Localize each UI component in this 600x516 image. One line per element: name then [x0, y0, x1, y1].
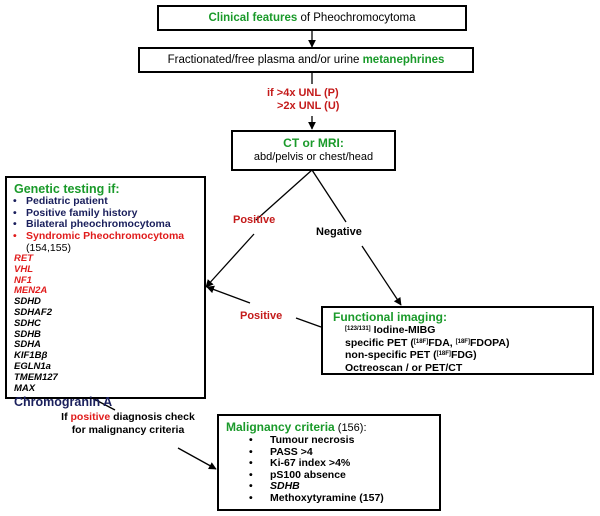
functional-line-octreoscan: Octreoscan / or PET/CT: [345, 361, 463, 374]
metanephrines-text: Fractionated/free plasma and/or urine: [167, 54, 363, 66]
gene-item: EGLN1a: [14, 360, 51, 372]
gene-item: SDHD: [14, 296, 41, 308]
bullet-icon: •: [249, 445, 253, 458]
bullet-icon: •: [13, 229, 17, 242]
gene-item: RET: [14, 253, 33, 264]
gene-item: VHL: [14, 263, 33, 275]
malignancy-item: •SDHB: [249, 480, 300, 492]
metanephrines-highlight: metanephrines: [362, 54, 445, 66]
functional-imaging-title: Functional imaging:: [333, 310, 447, 324]
genetic-testing-title: Genetic testing if:: [14, 182, 120, 196]
malignancy-item: •PASS >4: [249, 445, 313, 458]
bullet-icon: •: [13, 206, 17, 219]
arrow-genetic-to-note: [91, 397, 116, 411]
clinical-features-text: of Pheochromocytoma: [297, 12, 416, 24]
arrow-positive-to-genetic: [205, 233, 255, 288]
bullet-icon: •: [13, 218, 17, 230]
gene-list: RET VHL NF1 MEN2A SDHD SDHAF2 SDHC SDHB …: [14, 253, 204, 394]
genetic-reference: (154,155): [26, 242, 71, 254]
functional-line-specific-pet: specific PET ([18F]FDA, [18F]FDOPA): [345, 336, 510, 349]
bullet-icon: •: [249, 468, 253, 481]
ct-mri-title: CT or MRI:: [283, 136, 344, 150]
arrow-ct-to-positive: [255, 169, 313, 221]
arrow-positive-to-genetic-2: [206, 285, 251, 304]
diagnosis-note: If positive diagnosis check for malignan…: [61, 411, 195, 436]
malignancy-item: •pS100 absence: [249, 468, 346, 481]
chromogranin-a: Chromogranin A: [14, 395, 113, 410]
gene-item: SDHC: [14, 317, 41, 329]
genetic-criterion: •Bilateral pheochromocytoma: [13, 218, 171, 230]
arrow-negative-to-functional: [361, 245, 402, 306]
clinical-features-box: Clinical features of Pheochromocytoma: [157, 5, 467, 31]
ct-mri-subtitle: abd/pelvis or chest/head: [253, 151, 374, 163]
bullet-icon: •: [249, 480, 253, 492]
gene-item: KIF1Bβ: [14, 350, 48, 362]
gene-item: MEN2A: [14, 285, 48, 297]
gene-item: SDHAF2: [14, 306, 53, 318]
threshold-line-1: if >4x UNL (P): [267, 87, 339, 99]
genetic-criterion: •Syndromic Pheochromocytoma: [13, 229, 185, 242]
gene-item: TMEM127: [14, 371, 58, 383]
bullet-icon: •: [249, 434, 253, 446]
malignancy-item: •Ki-67 index >4%: [249, 457, 351, 469]
ct-mri-box: CT or MRI: abd/pelvis or chest/head: [231, 130, 396, 171]
functional-line-mibg: [123/131] Iodine-MIBG: [345, 324, 436, 336]
clinical-features-highlight: Clinical features: [208, 12, 298, 24]
gene-item: NF1: [14, 274, 32, 286]
malignancy-criteria-box: Malignancy criteria (156): •Tumour necro…: [217, 414, 441, 511]
threshold-line-2: >2x UNL (U): [277, 100, 340, 112]
arrow-functional-to-positive: [295, 317, 322, 328]
metanephrines-box: Fractionated/free plasma and/or urine me…: [138, 47, 474, 73]
gene-item: SDHB: [14, 328, 41, 340]
diagnosis-note-highlight: positive: [70, 411, 111, 423]
gene-item: MAX: [14, 382, 36, 394]
genetic-criterion: •Pediatric patient: [13, 195, 108, 207]
arrow-ct-to-negative: [311, 169, 347, 223]
functional-imaging-box: Functional imaging: [123/131] Iodine-MIB…: [321, 306, 594, 375]
label-positive-functional: Positive: [240, 310, 283, 322]
bullet-icon: •: [249, 457, 253, 469]
label-negative: Negative: [316, 226, 362, 238]
gene-item: SDHA: [14, 339, 41, 351]
genetic-testing-box: Genetic testing if: •Pediatric patient •…: [5, 176, 206, 409]
malignancy-list: •Tumour necrosis •PASS >4 •Ki-67 index >…: [248, 434, 439, 504]
genetic-criteria-list: •Pediatric patient •Positive family hist…: [12, 195, 204, 242]
label-positive-ct: Positive: [233, 214, 276, 226]
arrow-note-to-malignancy: [177, 447, 217, 470]
bullet-icon: •: [249, 491, 253, 504]
genetic-criterion: •Positive family history: [13, 206, 138, 219]
malignancy-item: •Methoxytyramine (157): [249, 491, 384, 504]
functional-line-nonspecific-pet: non-specific PET ([18F]FDG): [345, 349, 477, 361]
malignancy-item: •Tumour necrosis: [249, 434, 355, 446]
bullet-icon: •: [13, 195, 17, 207]
malignancy-title: Malignancy criteria (156):: [226, 420, 367, 434]
